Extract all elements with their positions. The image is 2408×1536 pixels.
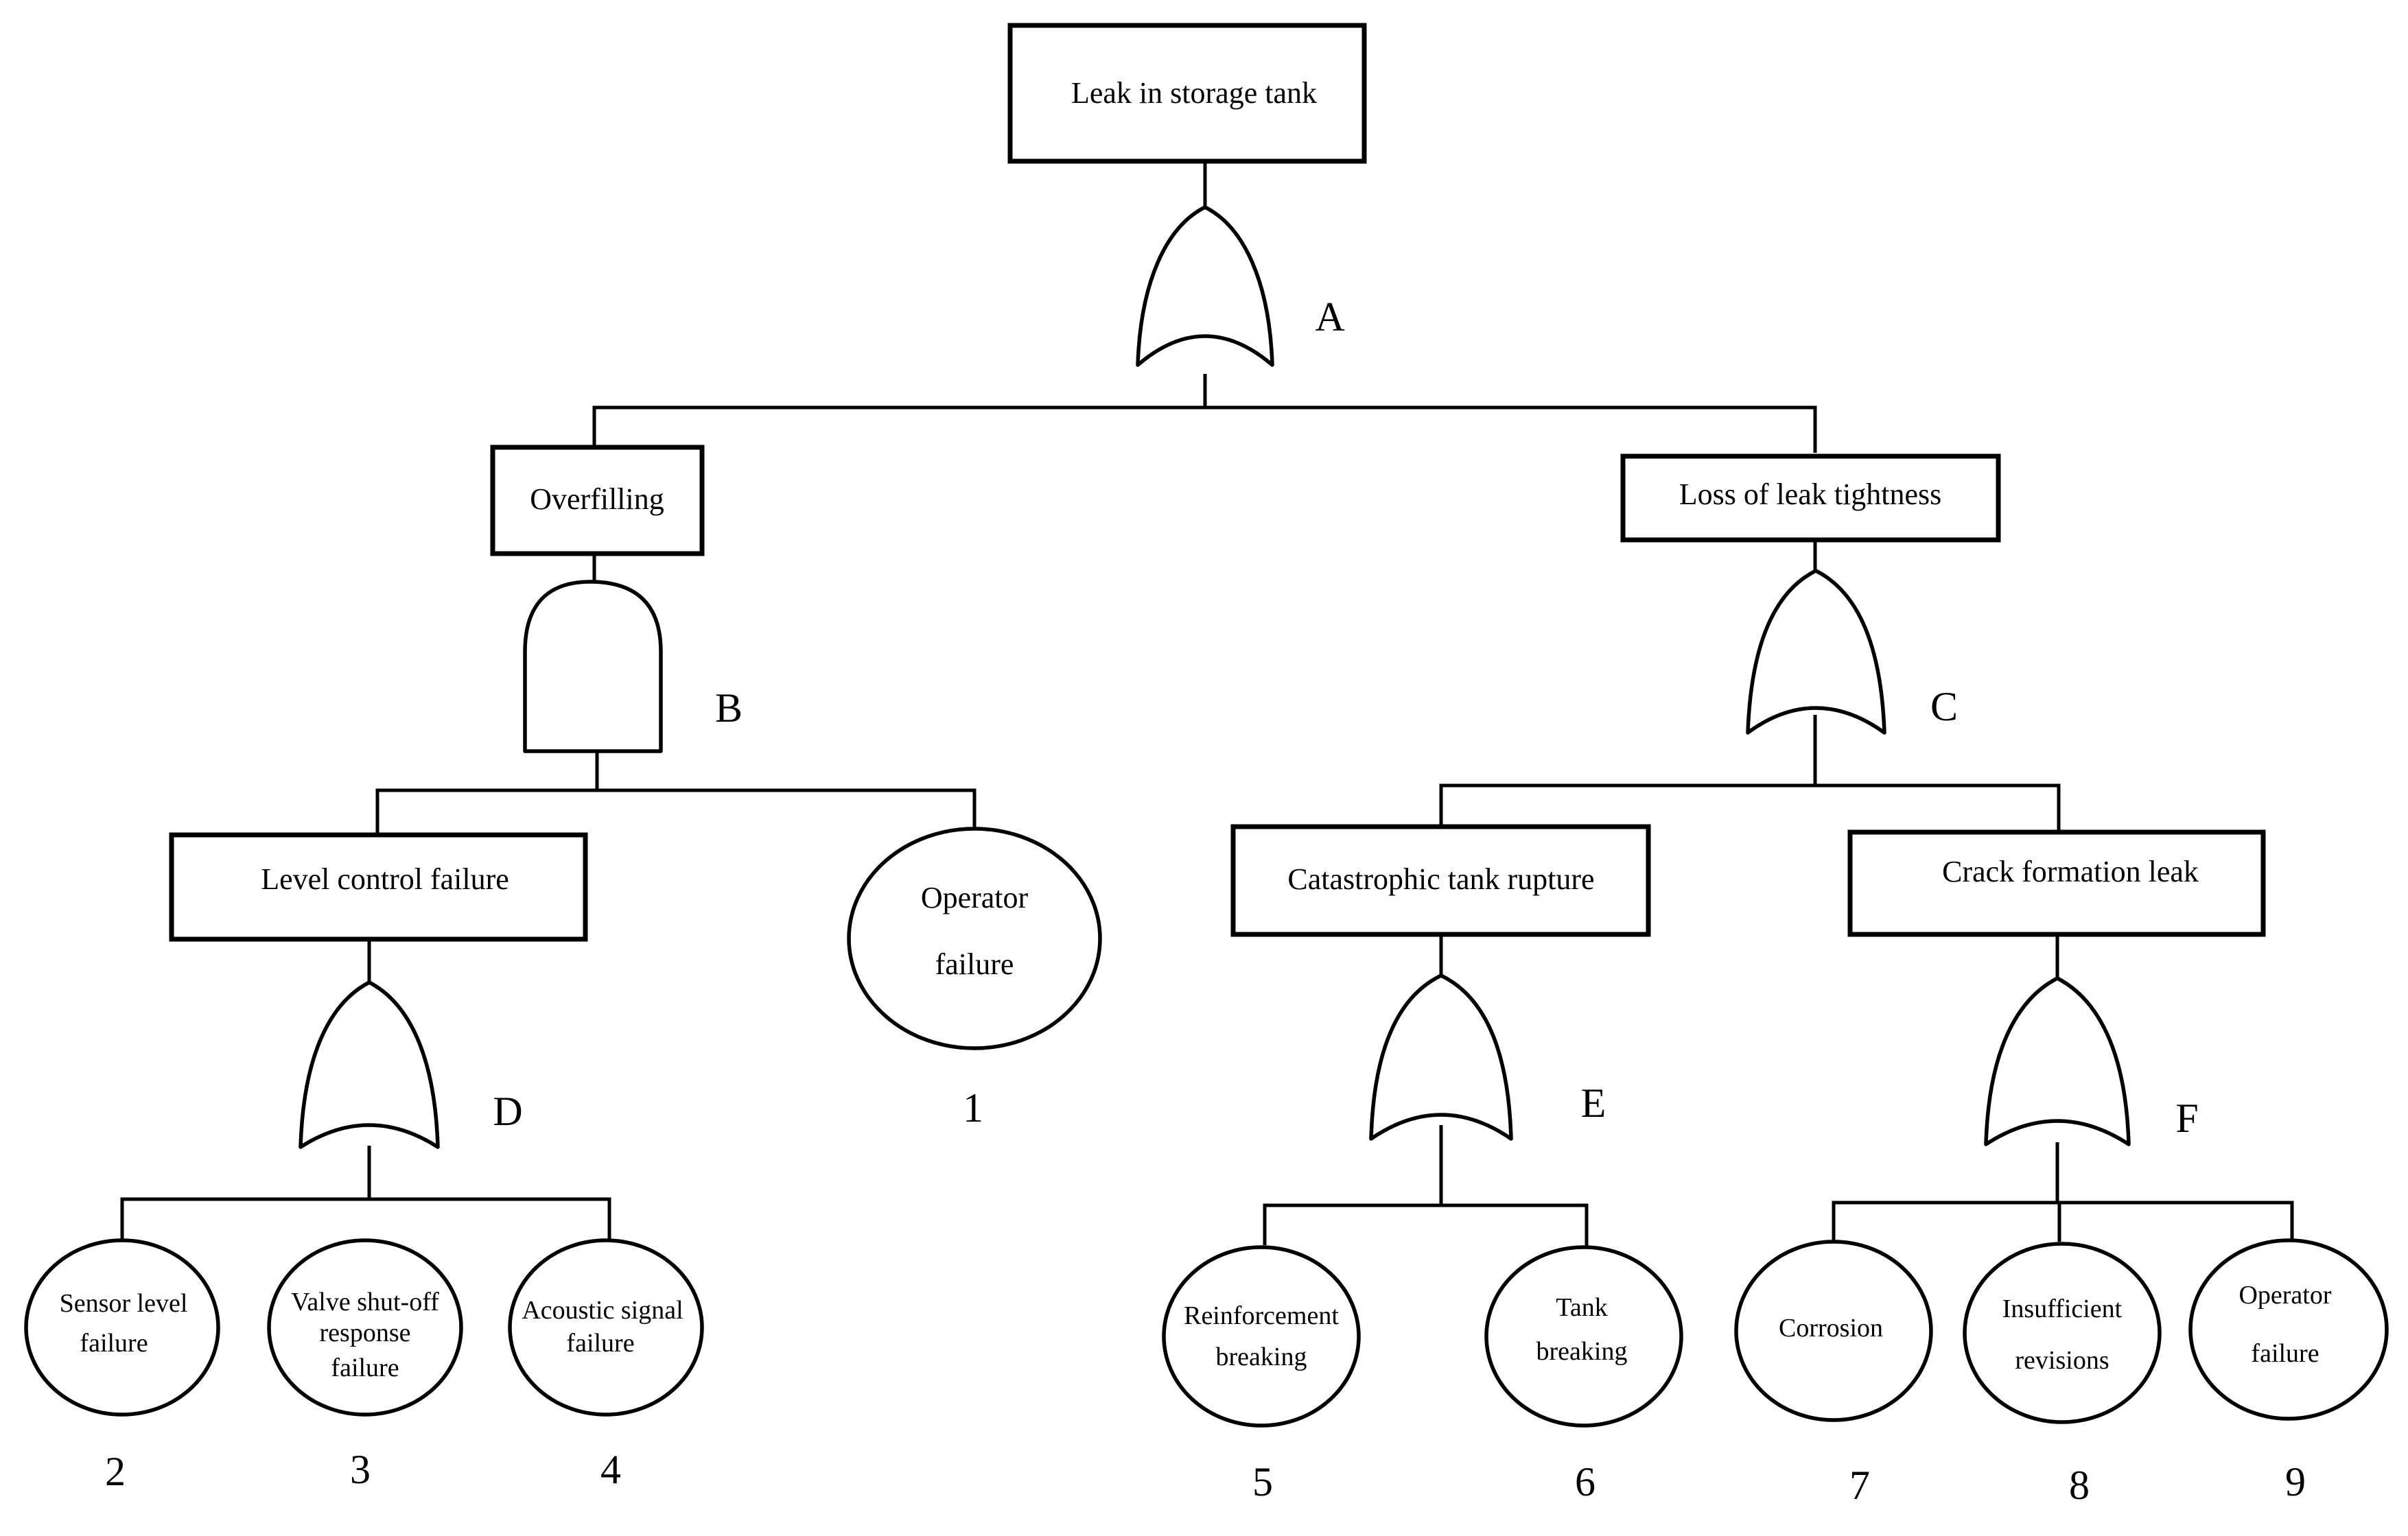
basic-event-label: Valve shut-off bbox=[291, 1288, 439, 1316]
basic-event-sensor-level-failure: Sensor level failure bbox=[24, 1238, 220, 1417]
overfilling-box: Overfilling bbox=[490, 445, 705, 556]
crack-formation-box: Crack formation leak bbox=[1847, 829, 2266, 937]
basic-event-label: failure bbox=[2251, 1339, 2319, 1368]
basic-event-number-6: 6 bbox=[1575, 1459, 1595, 1504]
gate-label-e: E bbox=[1581, 1080, 1606, 1126]
gate-label-b: B bbox=[715, 685, 743, 731]
gate-label-d: D bbox=[493, 1089, 522, 1134]
top-event-box: Leak in storage tank bbox=[1007, 23, 1367, 164]
overfilling-label: Overfilling bbox=[530, 482, 664, 516]
basic-event-number-5: 5 bbox=[1252, 1459, 1273, 1504]
basic-event-label: Operator bbox=[921, 881, 1029, 914]
gate-e-or bbox=[1369, 973, 1513, 1141]
gate-label-c: C bbox=[1930, 684, 1958, 729]
basic-event-label: Acoustic signal bbox=[522, 1296, 683, 1325]
basic-event-number-1: 1 bbox=[963, 1085, 983, 1131]
basic-event-tank-breaking: Tank breaking bbox=[1484, 1245, 1683, 1428]
basic-event-corrosion: Corrosion bbox=[1734, 1240, 1933, 1422]
basic-event-label: failure bbox=[935, 947, 1014, 981]
basic-event-label: response bbox=[320, 1319, 411, 1347]
gate-b-and bbox=[523, 580, 663, 753]
basic-event-insufficient-revisions: Insufficient revisions bbox=[1963, 1242, 2162, 1424]
basic-event-label: failure bbox=[80, 1329, 148, 1358]
gate-a-or bbox=[1136, 205, 1274, 367]
basic-event-label: failure bbox=[566, 1329, 634, 1358]
gate-label-a: A bbox=[1315, 294, 1344, 340]
crack-formation-label: Crack formation leak bbox=[1942, 855, 2199, 888]
basic-event-label: Reinforcement bbox=[1184, 1301, 1339, 1330]
basic-event-reinforcement-breaking: Reinforcement breaking bbox=[1162, 1245, 1361, 1428]
basic-event-number-2: 2 bbox=[105, 1449, 126, 1494]
basic-event-label: Sensor level bbox=[60, 1289, 188, 1318]
basic-event-label: breaking bbox=[1216, 1343, 1307, 1371]
basic-event-acoustic-signal-failure: Acoustic signal failure bbox=[508, 1238, 704, 1417]
basic-event-label: revisions bbox=[2015, 1346, 2109, 1375]
basic-event-number-7: 7 bbox=[1849, 1463, 1870, 1508]
level-control-failure-box: Level control failure bbox=[169, 832, 588, 942]
basic-event-operator-failure-9: Operator failure bbox=[2188, 1238, 2389, 1421]
basic-event-label: failure bbox=[331, 1354, 399, 1382]
basic-event-label: Insufficient bbox=[2002, 1295, 2123, 1323]
catastrophic-rupture-box: Catastrophic tank rupture bbox=[1230, 824, 1651, 937]
basic-event-label: breaking bbox=[1536, 1337, 1628, 1366]
gate-c-or bbox=[1746, 569, 1886, 735]
catastrophic-rupture-label: Catastrophic tank rupture bbox=[1287, 862, 1594, 896]
basic-event-number-3: 3 bbox=[350, 1447, 371, 1492]
basic-event-operator-failure-1: Operator failure bbox=[847, 827, 1102, 1050]
basic-event-number-8: 8 bbox=[2069, 1463, 2090, 1508]
gate-f-or bbox=[1984, 976, 2131, 1146]
level-control-failure-label: Level control failure bbox=[261, 862, 509, 896]
gate-label-f: F bbox=[2175, 1096, 2198, 1141]
loss-of-tightness-box: Loss of leak tightness bbox=[1620, 453, 2001, 543]
gate-d-or bbox=[299, 980, 440, 1149]
basic-event-valve-shutoff-failure: Valve shut-off response failure bbox=[267, 1238, 463, 1417]
basic-event-label: Tank bbox=[1556, 1293, 1607, 1322]
loss-of-tightness-label: Loss of leak tightness bbox=[1679, 477, 1942, 511]
basic-event-label: Operator bbox=[2238, 1281, 2331, 1310]
connector-lines bbox=[120, 161, 2294, 1251]
top-event-label: Leak in storage tank bbox=[1071, 76, 1317, 110]
basic-event-number-4: 4 bbox=[600, 1447, 621, 1492]
basic-event-number-9: 9 bbox=[2285, 1459, 2306, 1504]
basic-event-label: Corrosion bbox=[1779, 1314, 1883, 1343]
